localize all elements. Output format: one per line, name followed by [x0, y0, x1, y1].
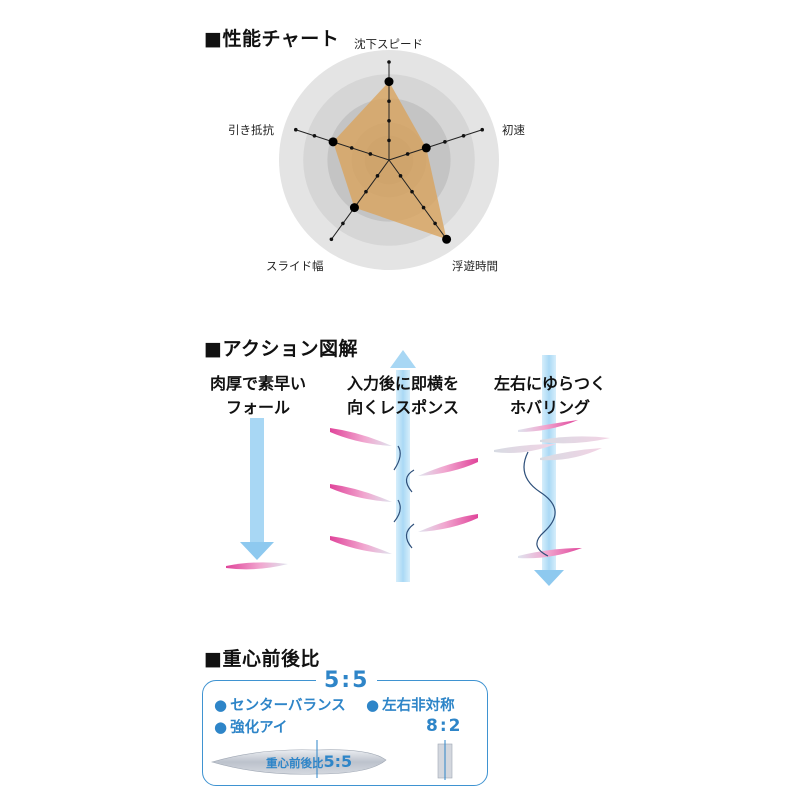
- lure-hover-3: [494, 444, 556, 453]
- radar-tick: [410, 189, 414, 194]
- action-diagram: [226, 350, 610, 586]
- feature-center-balance-label: センターバランス: [230, 698, 346, 714]
- response-arrow: [390, 350, 416, 582]
- performance-chart-title: ■性能チャート: [204, 28, 340, 50]
- lure-label-ratio: 5:5: [323, 752, 353, 771]
- lure-response-2: [330, 484, 392, 502]
- radar-tick: [387, 119, 391, 123]
- balance-title: ■重心前後比: [204, 648, 320, 670]
- radar-tick: [405, 152, 410, 156]
- panel1-caption-line2: フォール: [225, 398, 290, 417]
- radar-tick: [433, 221, 437, 226]
- axis-label-slide-width: スライド幅: [266, 259, 324, 273]
- lure-hover-4: [540, 448, 602, 461]
- radar-tick: [387, 99, 391, 103]
- panel2-caption: 入力後に即横を 向くレスポンス: [328, 372, 478, 420]
- axis-label-resistance: 引き抵抗: [228, 123, 274, 137]
- axis-label-float-time: 浮遊時間: [452, 259, 498, 273]
- hover-curve: [523, 451, 556, 557]
- axis-label-sinking-speed: 沈下スピード: [354, 37, 423, 51]
- radar-tick: [364, 189, 368, 194]
- panel2-caption-line2: 向くレスポンス: [347, 398, 459, 417]
- fall-arrow: [240, 418, 274, 560]
- bullet-icon: ●: [366, 696, 380, 714]
- panel1-caption: 肉厚で素早い フォール: [198, 372, 318, 420]
- radar-tick: [368, 152, 373, 156]
- radar-tick: [443, 140, 447, 144]
- radar-tick: [349, 146, 354, 150]
- radar-chart: [279, 50, 499, 270]
- radar-spoke: [295, 129, 390, 161]
- feature-center-balance: ●センターバランス: [214, 694, 346, 715]
- lure-label-text: 重心前後比: [266, 756, 324, 770]
- feature-asymmetric-label: 左右非対称: [382, 698, 455, 714]
- lure-response-3: [330, 536, 392, 554]
- panel3-caption-line1: 左右にゆらつく: [493, 374, 606, 393]
- radar-tick: [387, 60, 391, 64]
- lure-fall: [226, 562, 288, 570]
- radar-point-5: [328, 137, 338, 147]
- radar-tick: [312, 133, 317, 138]
- radar-point-2: [421, 143, 431, 153]
- radar-tick: [461, 133, 466, 138]
- radar-spoke: [330, 159, 390, 240]
- radar-spoke: [388, 129, 483, 161]
- panel3-caption: 左右にゆらつく ホバリング: [480, 372, 620, 420]
- lure-response-4: [418, 458, 478, 476]
- radar-tick: [421, 205, 426, 210]
- radar-tick: [480, 127, 485, 132]
- lure-hover-1: [518, 420, 578, 432]
- radar-point-4: [349, 203, 359, 213]
- lure-hover-5: [518, 548, 582, 559]
- radar-tick: [341, 221, 345, 226]
- feature-reinforced-eye-label: 強化アイ: [230, 720, 288, 736]
- radar-point-1: [384, 77, 394, 87]
- feature-asymmetric: ●左右非対称: [366, 694, 455, 715]
- lure-response-1: [330, 428, 392, 446]
- bullet-icon: ●: [214, 696, 228, 714]
- lure-hover-2: [540, 436, 610, 444]
- balance-lure: [210, 740, 453, 780]
- hover-arrow: [534, 355, 564, 586]
- ratio-main: 5:5: [316, 668, 378, 693]
- panel1-caption-line1: 肉厚で素早い: [209, 374, 306, 393]
- lure-balance-label: 重心前後比5:5: [266, 752, 352, 771]
- response-curves: [393, 445, 415, 549]
- feature-reinforced-eye: ●強化アイ: [214, 716, 287, 737]
- radar-tick: [293, 127, 298, 132]
- radar-spoke: [388, 159, 448, 240]
- axis-label-initial-speed: 初速: [502, 123, 525, 137]
- radar-tick: [375, 174, 380, 178]
- ratio-side: 8:2: [426, 716, 463, 736]
- bullet-icon: ●: [214, 718, 228, 736]
- lure-response-5: [418, 514, 478, 532]
- panel3-caption-line2: ホバリング: [509, 398, 590, 417]
- radar-tick: [387, 138, 391, 143]
- radar-point-3: [442, 234, 452, 244]
- panel2-caption-line1: 入力後に即横を: [346, 374, 459, 393]
- action-diagram-title: ■アクション図解: [204, 338, 359, 360]
- radar-tick: [329, 237, 334, 242]
- radar-tick: [398, 174, 403, 178]
